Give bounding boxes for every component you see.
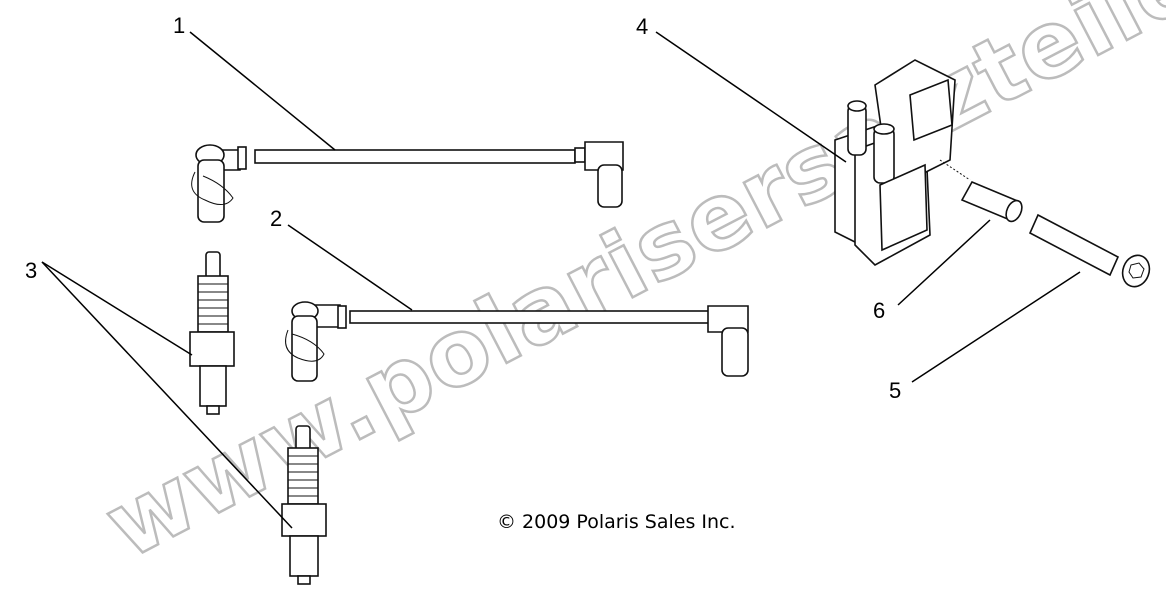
watermark: www.polarisersatzteile.de: [89, 0, 1166, 580]
spark-plug-wire-2: [285, 301, 749, 382]
callout-5: 5: [889, 378, 901, 403]
leader-lines: [41, 31, 1081, 529]
callout-3: 3: [25, 258, 37, 283]
copyright-notice: © 2009 Polaris Sales Inc.: [497, 511, 736, 533]
callout-6: 6: [873, 298, 885, 323]
ignition-coil: [834, 59, 956, 266]
callout-2: 2: [270, 206, 282, 231]
spark-plug-lower: [281, 425, 327, 585]
spark-plug-upper: [189, 251, 235, 415]
bolt: [1028, 213, 1151, 288]
spark-plug-wire-1: [191, 141, 624, 223]
callout-4: 4: [636, 14, 648, 39]
spacer-sleeve: [960, 180, 1023, 223]
callout-1: 1: [173, 13, 185, 38]
